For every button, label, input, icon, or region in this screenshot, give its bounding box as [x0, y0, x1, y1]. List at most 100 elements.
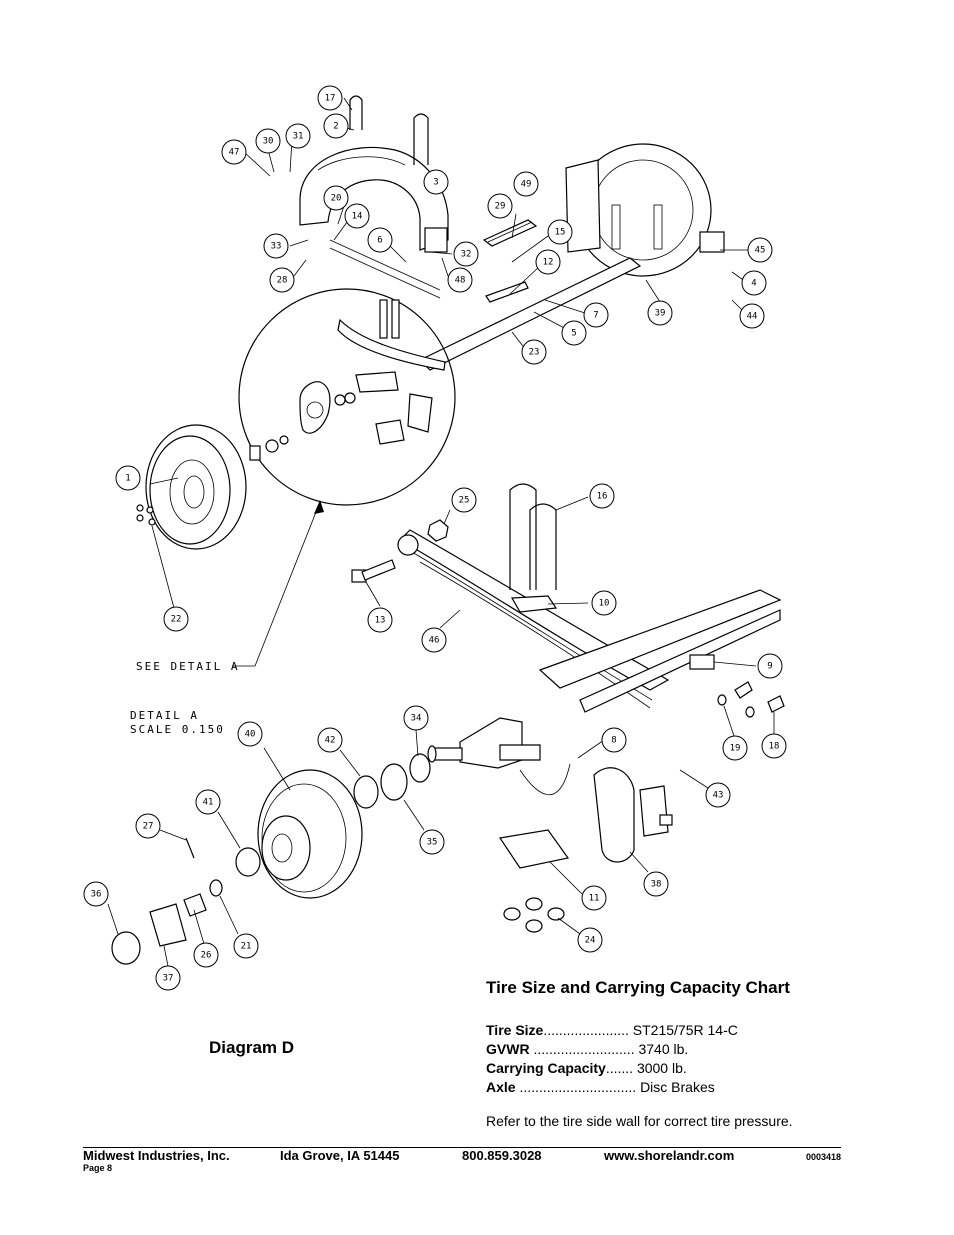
detail-scale: SCALE 0.150	[130, 723, 225, 736]
callout-label: 22	[171, 615, 182, 625]
callout-label: 3	[433, 178, 438, 188]
callout-44: 44	[739, 303, 765, 329]
detail-title: DETAIL A	[130, 709, 199, 722]
callout-label: 28	[277, 276, 288, 286]
callout-38: 38	[643, 871, 669, 897]
callout-label: 4	[751, 279, 756, 289]
callout-label: 19	[730, 744, 741, 754]
callout-label: 6	[377, 236, 382, 246]
callout-24: 24	[577, 927, 603, 953]
callout-15: 15	[547, 219, 573, 245]
callout-1: 1	[115, 465, 141, 491]
bolt-13	[351, 559, 396, 583]
callout-label: 15	[555, 228, 566, 238]
callout-33: 33	[263, 233, 289, 259]
callout-47: 47	[221, 139, 247, 165]
callout-label: 30	[263, 137, 274, 147]
callout-label: 36	[91, 890, 102, 900]
callout-5: 5	[561, 320, 587, 346]
parts-exploded-diagram: 1234567891011121314151617181920212223242…	[83, 85, 787, 991]
callout-label: 13	[375, 616, 386, 626]
brake-rotor	[257, 769, 363, 899]
cotter-pin	[185, 837, 195, 859]
callout-label: 35	[427, 838, 438, 848]
see-detail-note: SEE DETAIL A	[136, 660, 239, 673]
callout-label: 25	[459, 496, 470, 506]
callout-46: 46	[421, 627, 447, 653]
callout-label: 23	[529, 348, 540, 358]
callout-30: 30	[255, 128, 281, 154]
footer-website: www.shorelandr.com	[604, 1148, 735, 1163]
callout-bubbles: 1234567891011121314151617181920212223242…	[83, 85, 787, 991]
callout-label: 42	[325, 736, 336, 746]
callout-label: 1	[125, 474, 130, 484]
callout-label: 49	[521, 180, 532, 190]
footer-page: Page 8	[83, 1163, 113, 1173]
seal-41	[235, 847, 261, 877]
callout-32: 32	[453, 241, 479, 267]
footer-city: Ida Grove, IA 51445	[280, 1148, 400, 1163]
callout-label: 32	[461, 250, 472, 260]
callout-26: 26	[193, 942, 219, 968]
detail-circle	[238, 288, 456, 506]
callout-label: 9	[767, 662, 772, 672]
washer-21	[209, 879, 223, 897]
callout-label: 16	[597, 492, 608, 502]
callout-label: 34	[411, 714, 422, 724]
callout-label: 27	[143, 822, 154, 832]
chart-title: Tire Size and Carrying Capacity Chart	[486, 978, 790, 997]
callout-17: 17	[317, 85, 343, 111]
wheel-tire	[136, 424, 247, 550]
tire-pressure-note: Refer to the tire side wall for correct …	[486, 1113, 793, 1129]
callout-label: 46	[429, 636, 440, 646]
footer-phone: 800.859.3028	[462, 1148, 542, 1163]
bearing-34	[409, 753, 431, 783]
callout-label: 38	[651, 880, 662, 890]
castle-nut	[183, 893, 207, 917]
left-fender	[299, 146, 449, 251]
callout-21: 21	[233, 933, 259, 959]
callout-37: 37	[155, 965, 181, 991]
callout-48: 48	[447, 267, 473, 293]
callout-29: 29	[487, 193, 513, 219]
footer-company: Midwest Industries, Inc.	[83, 1148, 230, 1163]
callout-49: 49	[513, 171, 539, 197]
callout-label: 12	[543, 258, 554, 268]
callout-39: 39	[647, 300, 673, 326]
callout-41: 41	[195, 789, 221, 815]
footer-doc-number: 0003418	[806, 1152, 842, 1162]
callout-16: 16	[589, 483, 615, 509]
caliper	[593, 767, 673, 863]
callout-label: 40	[245, 730, 256, 740]
callout-22: 22	[163, 606, 189, 632]
chart-row-axle: Axle .............................. Disc…	[486, 1079, 715, 1095]
chart-row-carrying-capacity: Carrying Capacity....... 3000 lb.	[486, 1060, 687, 1076]
callout-13: 13	[367, 607, 393, 633]
callout-4: 4	[741, 270, 767, 296]
callout-35: 35	[419, 829, 445, 855]
detail-arrow	[232, 500, 324, 667]
callout-42: 42	[317, 727, 343, 753]
callout-label: 44	[747, 312, 758, 322]
bolts-18-19	[717, 681, 785, 718]
callout-label: 20	[331, 194, 342, 204]
callout-36: 36	[83, 881, 109, 907]
callout-7: 7	[583, 302, 609, 328]
callout-label: 39	[655, 309, 666, 319]
callout-label: 43	[713, 791, 724, 801]
callout-label: 31	[293, 132, 304, 142]
callout-23: 23	[521, 339, 547, 365]
axle-tube	[538, 589, 782, 713]
diagram-label: Diagram D	[209, 1038, 295, 1057]
callout-28: 28	[269, 267, 295, 293]
callout-3: 3	[423, 169, 449, 195]
callout-25: 25	[451, 487, 477, 513]
callout-31: 31	[285, 123, 311, 149]
callout-label: 37	[163, 974, 174, 984]
callout-label: 17	[325, 94, 336, 104]
detail-contents	[249, 299, 446, 461]
leader-lines	[107, 97, 775, 967]
callout-label: 18	[769, 742, 780, 752]
footer-rule	[83, 1147, 841, 1148]
race-42	[353, 775, 379, 809]
